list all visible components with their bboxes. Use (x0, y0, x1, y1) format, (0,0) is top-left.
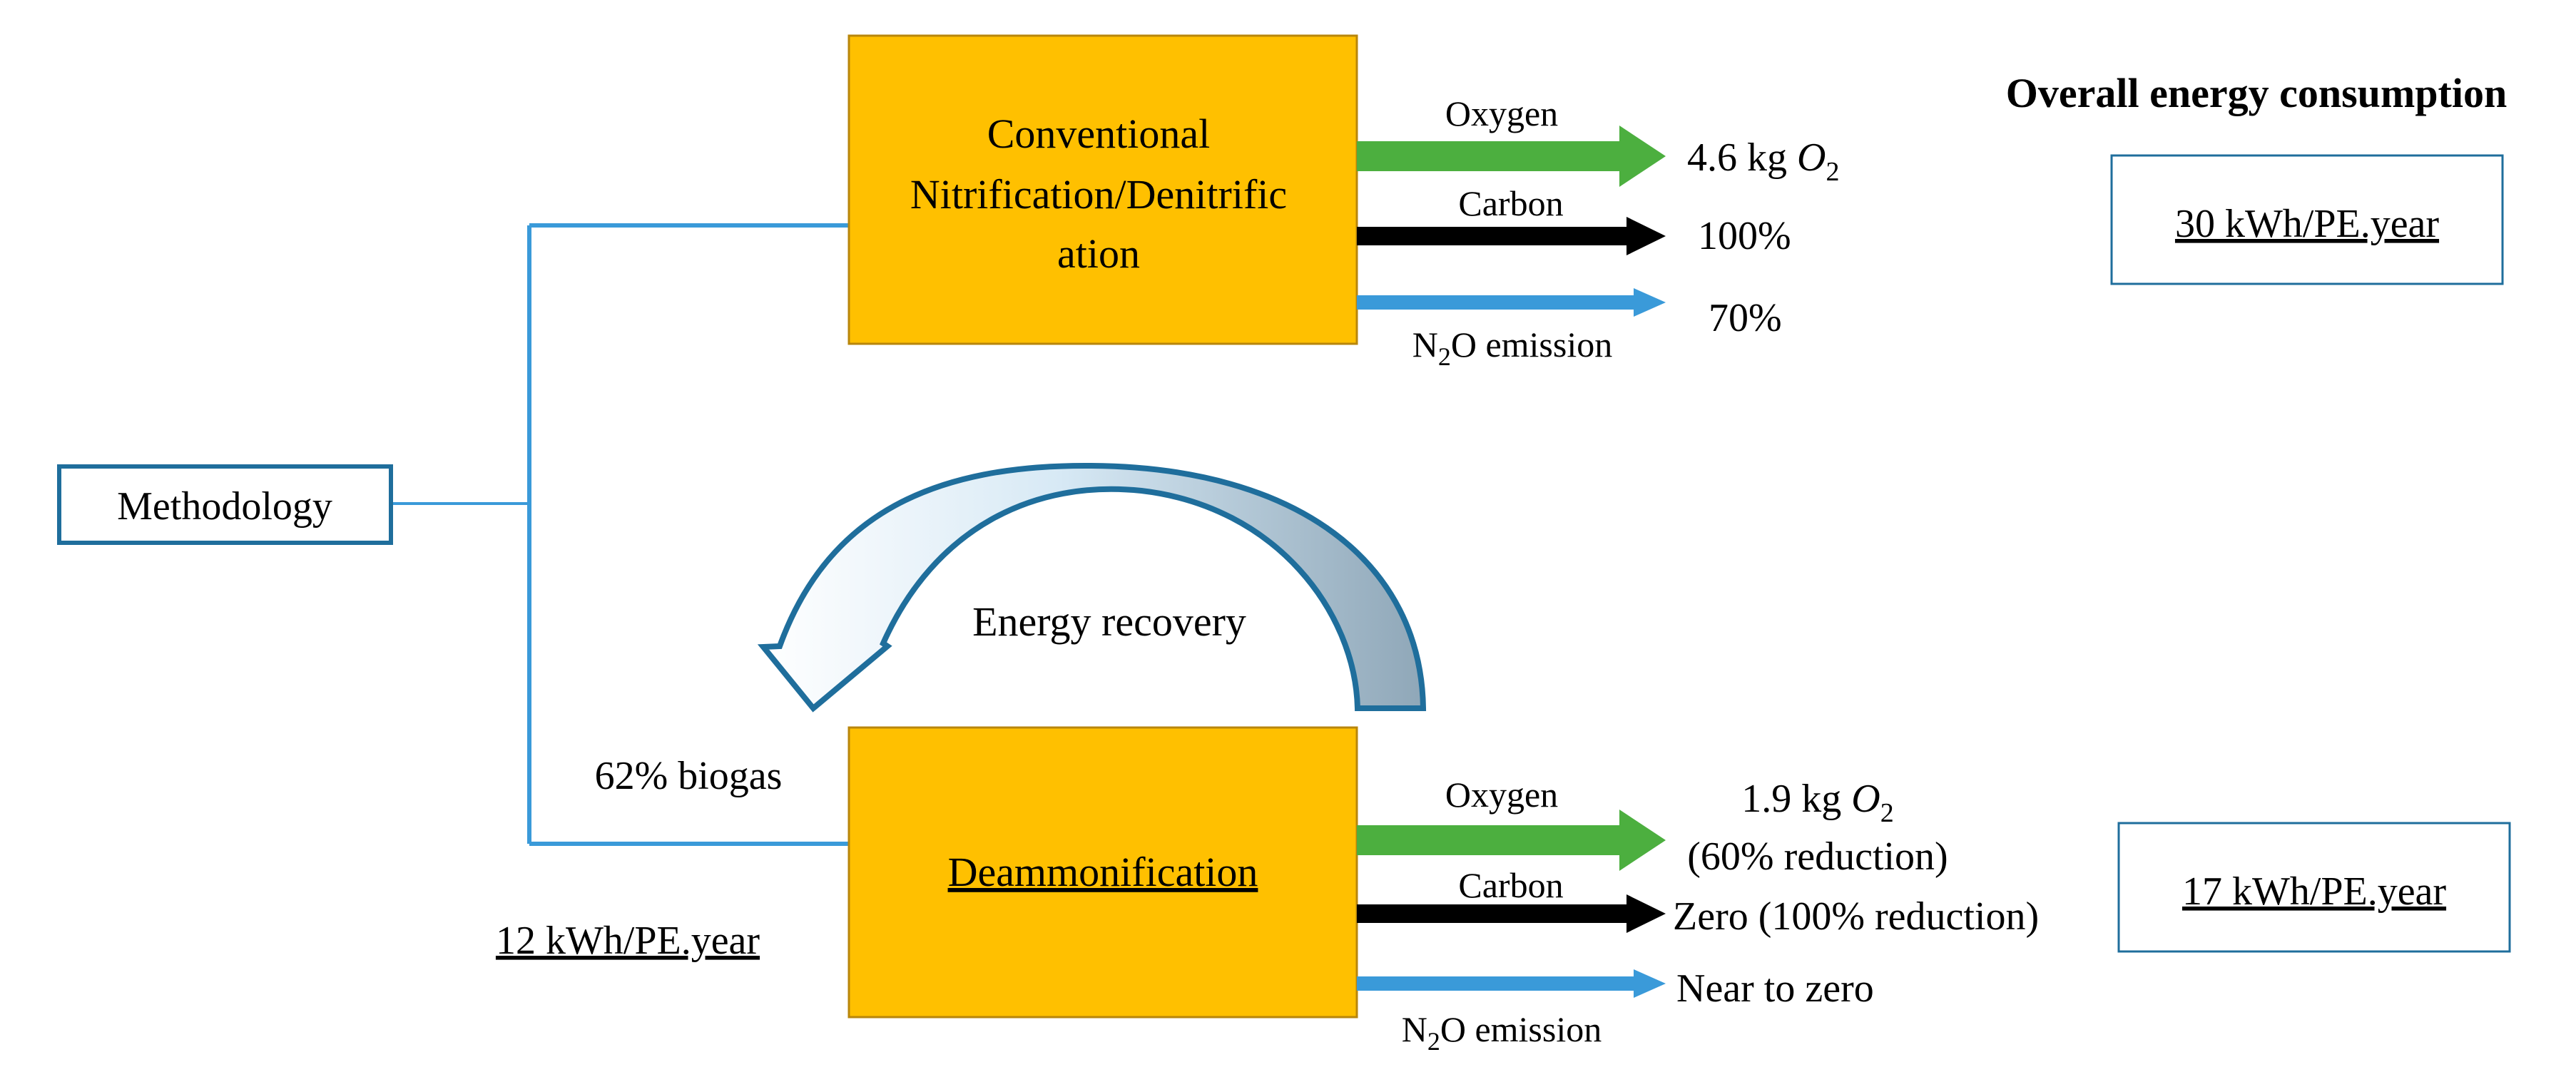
energy-recovery-label: Energy recovery (972, 598, 1246, 645)
overall-energy-heading: Overall energy consumption (2006, 70, 2507, 116)
deammonification-oxygen-arrow (1357, 810, 1666, 871)
deammonification-oxygen-value: 1.9 kg O2 (1741, 777, 1893, 828)
conventional-title-line-1: Conventional (987, 111, 1211, 157)
deammonification-process-box: Deammonification (847, 726, 1358, 1019)
conventional-process-box: Conventional Nitrification/Denitrific at… (847, 34, 1358, 345)
conventional-carbon-label: Carbon (1458, 183, 1563, 223)
methodology-box: Methodology (57, 464, 393, 545)
conventional-n2o-arrow (1357, 288, 1666, 317)
methodology-label: Methodology (117, 484, 332, 529)
deammonification-energy-box: 17 kWh/PE.year (2117, 822, 2511, 953)
deammonification-title: Deammonification (948, 849, 1258, 895)
conventional-energy-value: 30 kWh/PE.year (2175, 202, 2439, 246)
conventional-energy-box: 30 kWh/PE.year (2110, 154, 2504, 285)
deammonification-n2o-arrow (1357, 969, 1666, 998)
deammonification-carbon-arrow (1357, 894, 1666, 933)
methodology-connector (391, 223, 849, 846)
deammonification-oxygen-label: Oxygen (1445, 775, 1558, 815)
conventional-carbon-value: 100% (1698, 214, 1791, 258)
deammonification-energy-value: 17 kWh/PE.year (2182, 869, 2446, 914)
conventional-oxygen-arrow (1357, 126, 1666, 187)
deammonification-n2o-label: N2O emission (1402, 1009, 1602, 1056)
conventional-n2o-value: 70% (1709, 296, 1782, 340)
conventional-n2o-label: N2O emission (1412, 325, 1613, 371)
biogas-label: 62% biogas (595, 754, 783, 798)
energy-recovery-arrow (757, 462, 1427, 713)
conventional-oxygen-value: 4.6 kg O2 (1687, 136, 1839, 187)
deammonification-energy-left: 12 kWh/PE.year (496, 919, 760, 963)
deammonification-n2o-value: Near to zero (1676, 966, 1874, 1011)
conventional-carbon-arrow (1357, 217, 1666, 255)
deammonification-oxygen-reduction: (60% reduction) (1687, 835, 1948, 879)
conventional-title-line-2: Nitrification/Denitrific (910, 171, 1287, 218)
deammonification-carbon-value: Zero (100% reduction) (1673, 894, 2039, 939)
conventional-title-line-3: ation (1057, 230, 1140, 277)
conventional-oxygen-label: Oxygen (1445, 93, 1558, 133)
deammonification-carbon-label: Carbon (1458, 865, 1563, 905)
